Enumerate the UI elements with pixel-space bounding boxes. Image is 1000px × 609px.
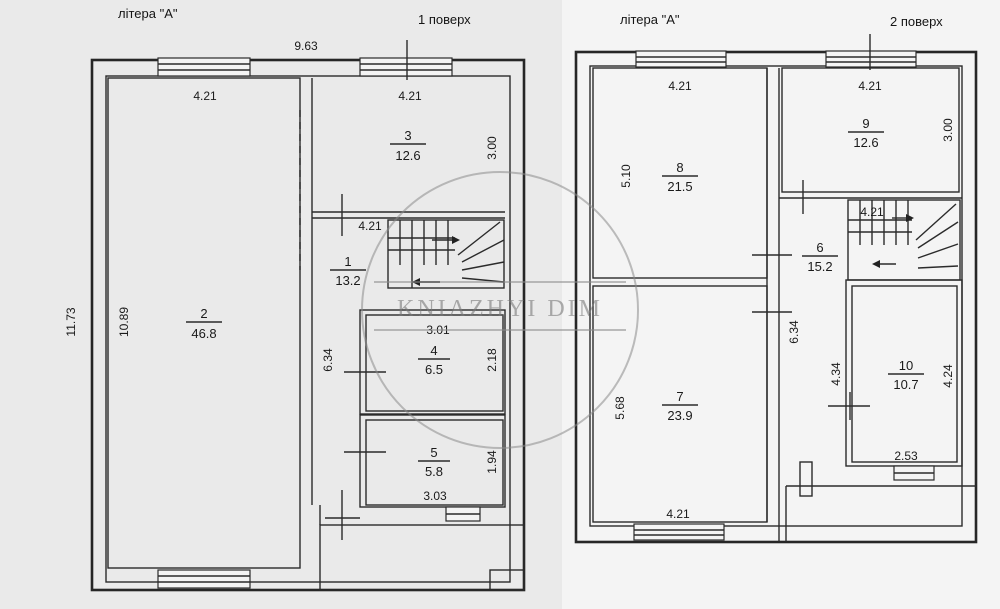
- svg-text:6: 6: [816, 240, 823, 255]
- svg-text:9: 9: [862, 116, 869, 131]
- plan2-room-10: [851, 285, 958, 463]
- svg-text:10: 10: [899, 358, 913, 373]
- svg-text:5: 5: [430, 445, 437, 460]
- plan1-outer-wall: [90, 58, 526, 592]
- plan1-room-label-3: 3 12.6: [390, 128, 426, 163]
- plan1-vestibule: [319, 524, 525, 591]
- plan1-dim-room3-width: 4.21: [398, 89, 422, 103]
- plan2-dim-room7-width: 4.21: [666, 507, 690, 521]
- plan2-dim-room9-width: 4.21: [858, 79, 882, 93]
- plan2-stairs: [847, 199, 961, 281]
- svg-text:6.5: 6.5: [425, 362, 443, 377]
- plan1-room-label-4: 4 6.5: [418, 343, 450, 377]
- svg-text:7: 7: [676, 389, 683, 404]
- svg-text:8: 8: [676, 160, 683, 175]
- plan1-room-5: [365, 419, 504, 506]
- plan2-room-label-7: 7 23.9: [662, 389, 698, 423]
- plan2-room-label-8: 8 21.5: [662, 160, 698, 194]
- sheet-right: [562, 0, 1000, 609]
- watermark-logo: KNIAZHYI DIM: [361, 171, 639, 449]
- plan1-room-2: [107, 77, 301, 569]
- plan2-dim-room10-left: 4.34: [829, 362, 843, 386]
- plan2-dim-room9-height: 3.00: [941, 118, 955, 142]
- plan1-dim-stair-width: 4.21: [358, 219, 382, 233]
- plan1-dim-room5-width: 3.03: [423, 489, 447, 503]
- plan1-room-4: [365, 314, 504, 412]
- svg-text:46.8: 46.8: [191, 326, 216, 341]
- plan1-window-top-left: [157, 57, 251, 77]
- plan2-room-label-6: 6 15.2: [802, 240, 838, 274]
- plan2-window-top-left: [635, 50, 727, 68]
- plan2-room-label-9: 9 12.6: [848, 116, 884, 150]
- plan-floor-2: літера "А" 2 поверх: [574, 12, 978, 544]
- watermark-text: KNIAZHYI DIM: [397, 296, 603, 322]
- plan2-dim-room10-right: 4.24: [941, 364, 955, 388]
- plan2-outer-wall: [574, 50, 978, 544]
- plan1-dim-room4-height: 2.18: [485, 348, 499, 372]
- plan1-room-label-2: 2 46.8: [186, 306, 222, 341]
- plan2-litera: літера "А": [620, 12, 680, 27]
- plan2-dim-room8-width: 4.21: [668, 79, 692, 93]
- plan1-dim-room3-height: 3.00: [485, 136, 499, 160]
- svg-text:4: 4: [430, 343, 437, 358]
- plan2-dim-room7-height: 5.68: [613, 396, 627, 420]
- svg-text:1: 1: [344, 254, 351, 269]
- plan1-room-label-1: 1 13.2: [330, 254, 366, 288]
- plan1-dim-room5-height: 1.94: [485, 450, 499, 474]
- plan-floor-1: літера "А" 1 поверх: [64, 6, 526, 592]
- plan2-room-label-10: 10 10.7: [888, 358, 924, 392]
- plan1-dim-hall-height: 6.34: [321, 348, 335, 372]
- plan1-room-label-5: 5 5.8: [418, 445, 450, 479]
- plan1-window-top-right: [359, 57, 453, 77]
- svg-text:10.7: 10.7: [893, 377, 918, 392]
- svg-text:15.2: 15.2: [807, 259, 832, 274]
- plan1-litera: літера "А": [118, 6, 178, 21]
- plan1-floor-title: 1 поверх: [418, 12, 471, 27]
- plan2-dim-stair-width: 4.21: [860, 205, 884, 219]
- svg-text:21.5: 21.5: [667, 179, 692, 194]
- plan2-dim-hall-height: 6.34: [787, 320, 801, 344]
- plan1-dim-room2-height: 10.89: [117, 307, 131, 337]
- svg-text:13.2: 13.2: [335, 273, 360, 288]
- plan1-dim-left-height: 11.73: [64, 307, 78, 336]
- plan2-dim-room10-width: 2.53: [894, 449, 918, 463]
- plan2-floor-title: 2 поверх: [890, 14, 943, 29]
- plan1-dim-room2-width: 4.21: [193, 89, 217, 103]
- svg-text:12.6: 12.6: [395, 148, 420, 163]
- svg-text:5.8: 5.8: [425, 464, 443, 479]
- plan2-window-bottom: [633, 523, 725, 541]
- svg-text:3: 3: [404, 128, 411, 143]
- plan1-dim-top-width: 9.63: [294, 39, 318, 53]
- svg-text:23.9: 23.9: [667, 408, 692, 423]
- plan1-window-bottom: [157, 569, 251, 589]
- svg-text:2: 2: [200, 306, 207, 321]
- plan2-dim-room8-height: 5.10: [619, 164, 633, 188]
- plan2-window-top-right: [825, 50, 917, 68]
- svg-text:12.6: 12.6: [853, 135, 878, 150]
